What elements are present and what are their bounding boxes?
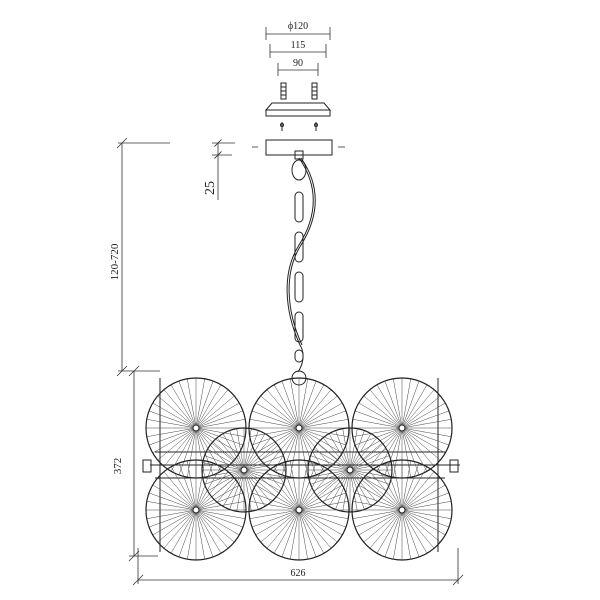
dim-body-height: 372 (112, 365, 158, 562)
glass-disc (248, 459, 350, 561)
dim-mount-width-label: 115 (291, 40, 306, 51)
glass-disc (145, 459, 247, 561)
dim-mount-width: 115 (269, 40, 327, 58)
dim-screw-spacing: 90 (277, 58, 319, 76)
dim-canopy-diameter: ϕ120 (265, 21, 331, 40)
glass-disc (307, 427, 393, 513)
dim-screw-spacing-label: 90 (293, 58, 303, 69)
mounting-bracket (264, 102, 332, 117)
canopy (252, 139, 345, 156)
lamp-frame (142, 378, 460, 552)
glass-disc (351, 459, 453, 561)
dim-canopy-offset-label: 25 (203, 181, 218, 195)
dim-body-height-label: 372 (112, 458, 124, 475)
dim-suspension-length: 120-720 (109, 137, 170, 377)
glass-discs (145, 377, 453, 561)
dim-body-diameter-label: 626 (291, 568, 306, 579)
dim-canopy-diameter-label: ϕ120 (288, 21, 308, 32)
mounting-screws (280, 82, 318, 100)
dim-canopy-offset: 25 (203, 139, 235, 200)
glass-disc (351, 377, 453, 479)
dim-suspension-length-label: 120-720 (109, 243, 121, 280)
canopy-screws (280, 122, 318, 131)
dim-body-diameter: 626 (132, 548, 464, 586)
suspension-chain (286, 150, 316, 386)
